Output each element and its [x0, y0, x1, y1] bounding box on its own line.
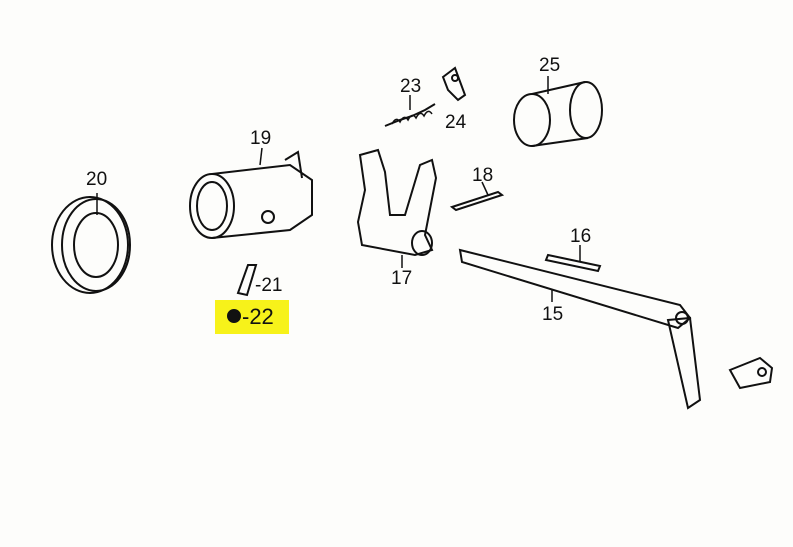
label-part-18: 18 [472, 165, 494, 186]
part-21-pin [236, 264, 258, 297]
label-part-19: 19 [250, 128, 272, 149]
part-24-bracket [441, 66, 467, 102]
label-part-24: 24 [445, 112, 467, 133]
part-16-key [544, 245, 602, 273]
part-15-shaft [458, 248, 702, 410]
label-part-16: 16 [570, 226, 592, 247]
part-25-bushing [513, 76, 603, 147]
part-17-release-fork [356, 148, 438, 268]
label-part-17: 17 [391, 268, 413, 289]
label-part-21: -21 [255, 275, 283, 296]
label-part-25: 25 [539, 55, 561, 76]
label-part-20: 20 [86, 169, 108, 190]
part-19-release-bearing [189, 147, 313, 239]
part-20-seal [51, 193, 131, 294]
label-part-22: -22 [242, 304, 274, 329]
part-18-cotter-pin [449, 181, 505, 212]
part-22-clip [227, 309, 241, 323]
label-part-15: 15 [542, 304, 564, 325]
label-part-23: 23 [400, 76, 422, 97]
part-23-spring [384, 95, 436, 127]
clevis-fitting [728, 356, 774, 390]
